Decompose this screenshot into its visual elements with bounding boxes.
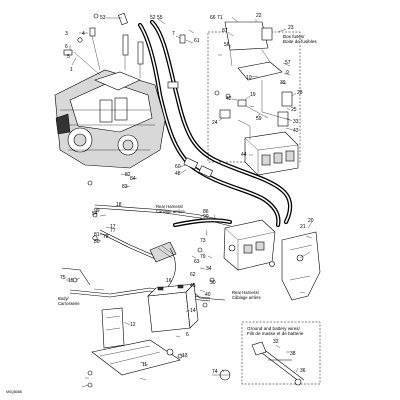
callout-25: 25 (291, 107, 297, 113)
callout-6: 6 (65, 44, 68, 50)
note-body: Body/Carrosserie (58, 296, 80, 306)
callout-36: 36 (300, 368, 306, 374)
callout-99: 99 (94, 208, 100, 214)
callout-6b: 6 (186, 332, 189, 338)
callout-34: 34 (206, 266, 212, 272)
callout-78: 78 (103, 234, 109, 240)
callout-81: 81 (94, 232, 100, 238)
callout-10: 10 (246, 75, 252, 81)
callout-23: 23 (288, 25, 294, 31)
spark-plug-caps (63, 12, 144, 78)
callout-84: 84 (130, 176, 136, 182)
callout-77: 77 (110, 228, 116, 234)
callout-17: 17 (110, 224, 116, 230)
callout-38: 38 (290, 351, 296, 357)
callout-43: 43 (293, 128, 299, 134)
callout-75: 75 (60, 275, 66, 281)
callout-86: 86 (203, 209, 209, 215)
callout-11: 11 (142, 362, 147, 368)
battery-cables (61, 267, 226, 302)
leader-lines (66, 16, 313, 388)
battery (147, 283, 199, 333)
callout-9: 9 (286, 70, 289, 76)
callout-54: 54 (92, 211, 98, 217)
note-rear-harness-2: Rear Harness/Câblage arrière (232, 290, 262, 300)
callout-15: 15 (68, 278, 74, 284)
callout-62: 62 (190, 272, 196, 278)
callout-labels: 53 52 55 3 4 6 5 1 7 66 71 22 23 87 56 6… (60, 13, 314, 375)
callout-45: 45 (190, 283, 196, 289)
callout-19: 19 (250, 92, 256, 98)
callout-14: 14 (190, 308, 196, 314)
callout-24: 24 (212, 120, 218, 126)
callout-74: 74 (212, 369, 218, 375)
callout-1: 1 (70, 67, 73, 73)
callout-5: 5 (67, 54, 70, 60)
callout-22: 22 (256, 13, 262, 19)
callout-63: 63 (194, 259, 200, 265)
callout-61: 61 (194, 38, 200, 44)
callout-12: 12 (130, 322, 136, 328)
battery-strap (101, 307, 125, 349)
callout-56: 56 (224, 42, 230, 48)
callout-28: 28 (297, 90, 303, 96)
callout-48: 48 (175, 171, 181, 177)
callout-90: 90 (203, 214, 209, 220)
callout-33: 33 (293, 119, 299, 125)
figure-code: M0Q8088 (6, 390, 22, 394)
callout-30: 30 (210, 280, 216, 286)
callout-73: 73 (200, 238, 206, 244)
voltage-regulator (237, 119, 299, 176)
rear-electrical-box (223, 219, 276, 271)
callout-66-71: 66 71 (210, 15, 223, 21)
callout-87: 87 (222, 28, 228, 34)
cable-clip (219, 369, 231, 381)
harness-connectors (167, 34, 214, 178)
callout-80: 80 (94, 239, 100, 245)
callout-79: 79 (200, 254, 206, 260)
callout-18: 18 (116, 202, 122, 208)
callout-44: 44 (241, 152, 247, 158)
callout-57: 57 (285, 60, 291, 66)
callout-60: 60 (175, 164, 181, 170)
callout-39: 39 (280, 80, 286, 86)
ground-wires-group (241, 321, 321, 386)
note-ground-battery: Ground and battery wires/Fils de masse e… (247, 326, 304, 336)
callout-53: 53 (100, 15, 106, 21)
note-box-fuse: Box fuses/Boite de fusibles (283, 34, 317, 44)
callout-83: 83 (122, 184, 128, 190)
callout-3: 3 (65, 31, 68, 37)
engine-assembly (54, 69, 166, 169)
callout-82: 82 (125, 172, 131, 178)
callout-42: 42 (226, 96, 232, 102)
callout-4: 4 (82, 31, 85, 37)
callout-32: 32 (273, 339, 279, 345)
callout-59: 59 (256, 116, 262, 122)
callout-16: 16 (166, 278, 172, 284)
callout-21: 21 (300, 224, 306, 230)
mounting-bracket (269, 231, 321, 301)
battery-tray (91, 339, 181, 376)
note-rear-harness-1: Rear Harness/Câblage arrière (156, 204, 186, 214)
callout-13: 13 (182, 353, 188, 359)
callout-7: 7 (172, 31, 175, 37)
callout-20: 20 (308, 218, 314, 224)
callout-52-55: 52 55 (150, 15, 163, 21)
diagram-notes: Box fuses/Boite de fusibles Rear Harness… (6, 34, 317, 394)
fasteners (72, 13, 231, 388)
callout-40: 40 (205, 292, 211, 298)
rear-harness-assembly (94, 204, 233, 291)
